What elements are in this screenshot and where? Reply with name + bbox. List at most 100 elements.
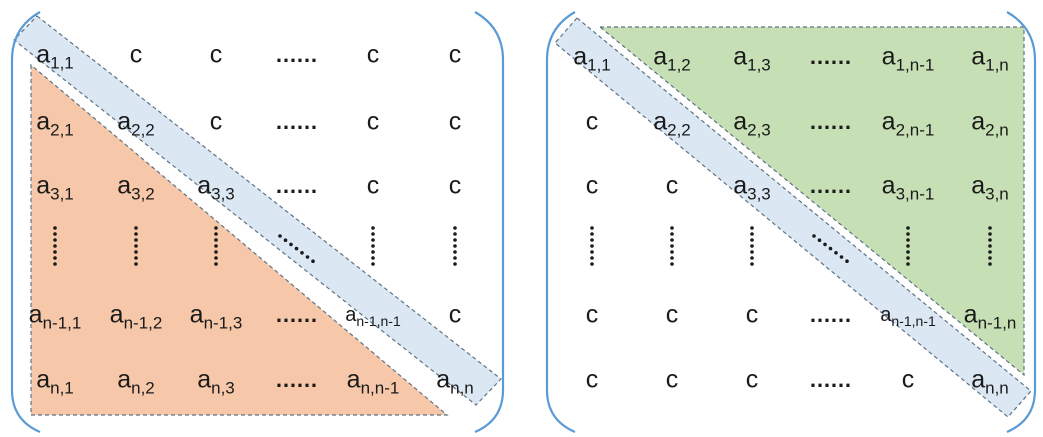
entry-subscript: n-1,n-1 [891, 313, 936, 329]
vertical-dot [906, 250, 910, 254]
diagonal-dot [839, 255, 844, 259]
diagonal-dot [289, 242, 293, 247]
vertical-dot [214, 262, 218, 266]
entry-base: a [109, 300, 124, 329]
entry-subscript: n-1,2 [123, 313, 163, 333]
matrix-constant: c [585, 365, 599, 394]
entry-base: a [653, 107, 668, 136]
vertical-dot [750, 250, 754, 254]
vertical-dot [670, 238, 674, 242]
vertical-dot [590, 262, 594, 266]
entry-base: a [733, 42, 748, 71]
vertical-dot [371, 256, 375, 260]
entry-subscript: n,2 [131, 378, 155, 398]
right-upper-triangle [598, 26, 1025, 377]
matrix-entry: a1,2 [653, 42, 691, 74]
entry-base: a [653, 42, 668, 71]
matrix-entry: a3,3 [733, 171, 771, 203]
horizontal-ellipsis: …… [809, 367, 852, 392]
entry-base: a [28, 300, 43, 329]
diagonal-dot [294, 246, 299, 251]
vertical-dot [371, 238, 375, 242]
entry-base: a [36, 40, 51, 69]
vertical-dot [750, 238, 754, 242]
matrix-constant: c [366, 40, 380, 69]
matrix-constant: c [448, 300, 462, 329]
entry-subscript: n-1,n [977, 313, 1017, 333]
matrix-constant: c [585, 300, 599, 329]
matrix-entry: an-1,2 [109, 300, 163, 332]
diagonal-dot [812, 234, 816, 238]
entry-subscript: 3,n [985, 184, 1009, 204]
matrix-constant: c [209, 40, 223, 69]
entry-base: a [573, 42, 588, 71]
entry-subscript: 1,3 [747, 55, 771, 75]
entry-subscript: n-1,1 [42, 313, 82, 333]
horizontal-ellipsis: …… [275, 42, 318, 67]
left-diagonal-band [13, 15, 502, 406]
vertical-dot [134, 262, 138, 266]
matrix-entry: an-1,n-1 [345, 305, 400, 328]
vertical-dot [53, 238, 57, 242]
entry-base: a [346, 365, 361, 394]
entry-subscript: 2,3 [747, 120, 771, 140]
matrix-entry: a2,2 [653, 107, 691, 139]
vertical-dot [670, 256, 674, 260]
matrix-entry: a3,3 [197, 173, 235, 203]
vertical-dot [988, 232, 992, 236]
diagonal-dot [305, 255, 310, 259]
vertical-dot [134, 250, 138, 254]
entry-subscript: 3,2 [131, 184, 155, 204]
vertical-dot [590, 232, 594, 236]
entry-subscript: 2,n-1 [895, 120, 935, 140]
matrix-constant: c [665, 300, 679, 329]
vertical-dot [134, 232, 138, 236]
vertical-dot [453, 226, 457, 230]
matrix-constant: c [745, 300, 759, 329]
vertical-dot [371, 232, 375, 236]
matrix-entry: a1,1 [573, 42, 611, 74]
diagonal-dot [283, 238, 288, 242]
vertical-dot [670, 244, 674, 248]
vertical-dot [53, 244, 57, 248]
matrix-constant: c [585, 107, 599, 136]
vertical-dot [134, 238, 138, 242]
vertical-dot [371, 250, 375, 254]
entry-base: a [733, 171, 748, 200]
vertical-dot [590, 256, 594, 260]
matrix-constant: c [585, 171, 599, 200]
matrix-entry: an,2 [117, 367, 155, 397]
vertical-dot [453, 232, 457, 236]
entry-subscript: 2,2 [131, 120, 155, 140]
vertical-dot [453, 262, 457, 266]
vertical-dot [53, 256, 57, 260]
vertical-dot [750, 262, 754, 266]
vertical-dot [988, 244, 992, 248]
matrix-entry: a1,n-1 [881, 42, 935, 74]
entry-subscript: 2,n [985, 120, 1009, 140]
vertical-dot [371, 262, 375, 266]
entry-subscript: 3,3 [211, 184, 235, 204]
right-bracket-left [545, 11, 576, 434]
vertical-dot [214, 232, 218, 236]
entry-subscript: 1,2 [667, 55, 691, 75]
vertical-dot [906, 232, 910, 236]
entry-base: a [881, 42, 896, 71]
vertical-dots-layer [53, 226, 992, 266]
left-lower-triangle [30, 63, 449, 416]
entry-base: a [971, 107, 986, 136]
vertical-dot [906, 262, 910, 266]
horizontal-ellipsis: …… [275, 109, 318, 134]
entry-subscript: 1,n-1 [895, 55, 935, 75]
matrix-entry: a3,2 [117, 173, 155, 203]
matrix-entry: a2,3 [733, 109, 771, 139]
matrix-entry: an,3 [197, 367, 235, 397]
matrix-entry: an,n [971, 367, 1009, 397]
vertical-dot [214, 250, 218, 254]
entry-subscript: 2,1 [50, 120, 74, 140]
matrix-entry: a2,n [971, 107, 1009, 139]
left-bracket-left [10, 11, 41, 434]
vertical-dot [590, 244, 594, 248]
entry-subscript: n,3 [211, 378, 235, 398]
